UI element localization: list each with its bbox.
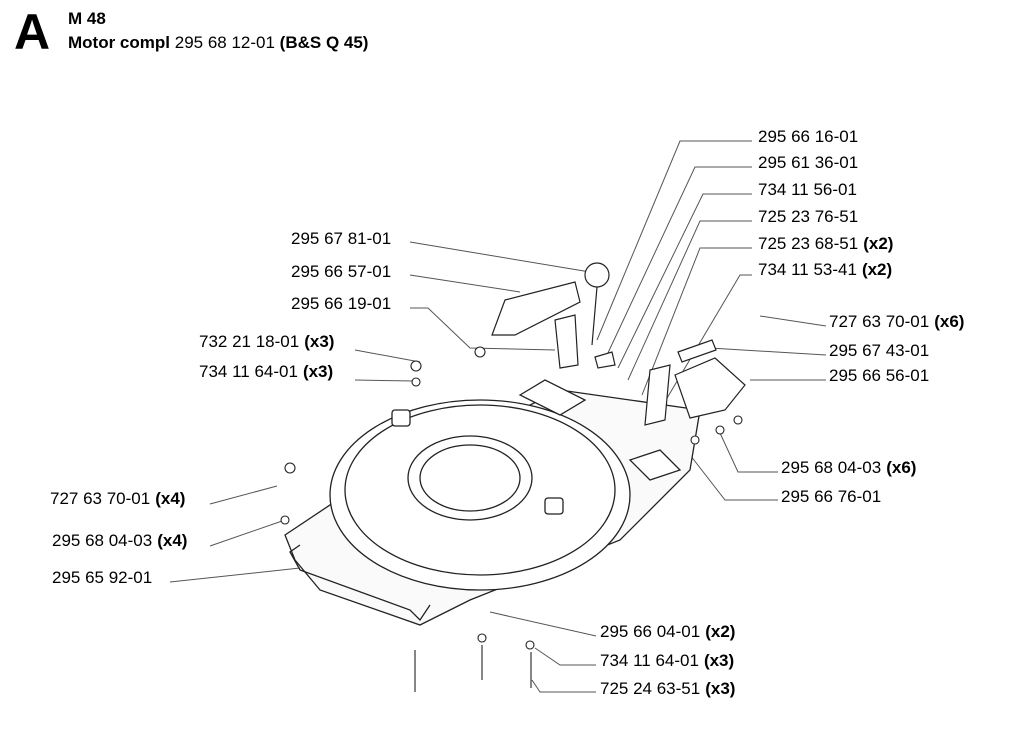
- part-number: 295 66 56-01: [829, 366, 930, 385]
- part-number: 734 11 53-41: [758, 260, 857, 279]
- part-qty: (x3): [302, 362, 334, 381]
- part-qty: (x4): [157, 531, 188, 550]
- part-number: 295 67 81-01: [291, 229, 392, 248]
- part-number: 727 63 70-01: [50, 489, 151, 508]
- part-qty: (x2): [705, 622, 736, 641]
- part-label: 295 66 16-01: [758, 127, 858, 147]
- part-label: 295 68 04-03(x6): [781, 458, 916, 478]
- part-label: 295 66 76-01: [781, 487, 881, 507]
- part-label: 295 66 04-01(x2): [600, 622, 735, 642]
- part-label: 725 24 63-51(x3): [600, 679, 735, 699]
- part-label: 727 63 70-01(x4): [50, 489, 185, 509]
- part-label: 725 23 76-51: [758, 207, 858, 227]
- part-qty: (x6): [886, 458, 917, 477]
- part-label: 295 61 36-01: [758, 153, 858, 173]
- section-letter: A: [14, 4, 51, 60]
- part-number: 725 24 63-51: [600, 679, 701, 698]
- assembly-number: 295 68 12-01: [174, 33, 275, 52]
- part-label: 732 21 18-01(x3): [199, 332, 334, 352]
- part-label: 734 11 56-01: [758, 180, 857, 200]
- part-number: 727 63 70-01: [829, 312, 930, 331]
- part-qty: (x3): [705, 679, 736, 698]
- part-number: 295 66 19-01: [291, 294, 392, 313]
- part-number: 725 23 68-51: [758, 234, 859, 253]
- part-label: 734 11 64-01(x3): [600, 651, 734, 671]
- part-number: 295 68 04-03: [781, 458, 882, 477]
- part-qty: (x3): [703, 651, 735, 670]
- assembly-title: Motor compl 295 68 12-01 (B&S Q 45): [68, 33, 368, 53]
- height-lever-parts: [491, 262, 746, 426]
- part-number: 725 23 76-51: [758, 207, 859, 226]
- model-name: M 48: [68, 9, 106, 28]
- part-label: 295 66 19-01: [291, 294, 391, 314]
- part-number: 295 66 76-01: [781, 487, 882, 506]
- part-label: 734 11 53-41(x2): [758, 260, 892, 280]
- part-label: 725 23 68-51(x2): [758, 234, 893, 254]
- mower-deck: [284, 379, 701, 626]
- part-number: 734 11 56-01: [758, 180, 857, 199]
- assembly-note: (B&S Q 45): [279, 33, 369, 52]
- part-label: 295 67 81-01: [291, 229, 391, 249]
- part-number: 295 67 43-01: [829, 341, 930, 360]
- part-label: 295 68 04-03(x4): [52, 531, 187, 551]
- part-number: 295 65 92-01: [52, 568, 153, 587]
- part-qty: (x2): [863, 234, 894, 253]
- part-label: 734 11 64-01(x3): [199, 362, 333, 382]
- part-label: 295 66 56-01: [829, 366, 929, 386]
- part-number: 732 21 18-01: [199, 332, 300, 351]
- part-qty: (x6): [934, 312, 965, 331]
- part-number: 295 61 36-01: [758, 153, 859, 172]
- part-label: 295 67 43-01: [829, 341, 929, 361]
- part-number: 295 68 04-03: [52, 531, 153, 550]
- part-number: 295 66 04-01: [600, 622, 701, 641]
- fasteners: [280, 346, 743, 692]
- leader-lines: [169, 140, 827, 693]
- part-label: 295 66 57-01: [291, 262, 391, 282]
- part-label: 727 63 70-01(x6): [829, 312, 964, 332]
- part-qty: (x2): [861, 260, 893, 279]
- part-label: 295 65 92-01: [52, 568, 152, 588]
- assembly-name: Motor compl: [68, 33, 170, 52]
- part-qty: (x3): [304, 332, 335, 351]
- part-number: 295 66 16-01: [758, 127, 859, 146]
- part-number: 734 11 64-01: [199, 362, 298, 381]
- part-qty: (x4): [155, 489, 186, 508]
- part-number: 295 66 57-01: [291, 262, 392, 281]
- part-number: 734 11 64-01: [600, 651, 699, 670]
